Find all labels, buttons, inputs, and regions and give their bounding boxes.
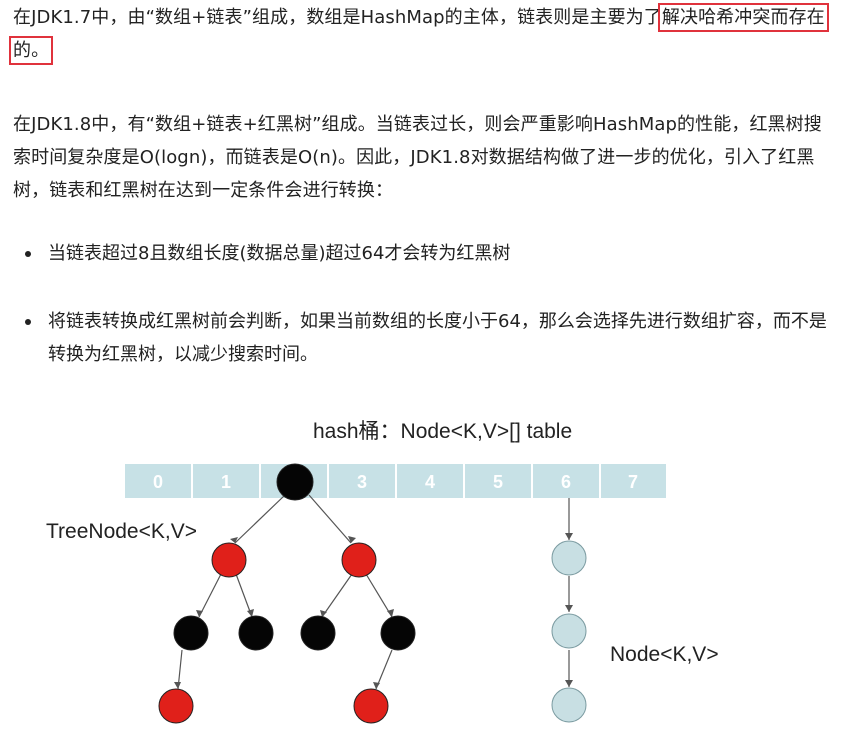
paragraph-jdk17: 在JDK1.7中，由“数组+链表”组成，数组是HashMap的主体，链表则是主要… [9, 1, 833, 67]
red-node [341, 542, 377, 578]
table-slot-label: 4 [425, 472, 435, 492]
treenode-label: TreeNode<K,V> [46, 520, 197, 543]
table-slot-label: 3 [357, 472, 367, 492]
list-node [551, 613, 587, 649]
table-slot-label: 5 [493, 472, 503, 492]
listnode-label: Node<K,V> [610, 643, 719, 666]
hashmap-structure-diagram: hash桶：Node<K,V>[] table 0 1 3 4 5 6 7 ..… [46, 420, 719, 724]
paragraph-jdk17-text: 在JDK1.7中，由“数组+链表”组成，数组是HashMap的主体，链表则是主要… [13, 7, 662, 28]
tree-edges [177, 494, 570, 690]
list-node [551, 540, 587, 576]
list-node [551, 687, 587, 723]
table-slot-label: 7 [628, 472, 638, 492]
hash-table-array: 0 1 3 4 5 6 7 ... [125, 464, 708, 498]
table-slot-label: 1 [221, 472, 231, 492]
black-node [380, 615, 416, 651]
red-node [353, 688, 389, 724]
black-node [238, 615, 274, 651]
red-node [211, 542, 247, 578]
tree-nodes [158, 463, 416, 724]
table-slot-label: 6 [561, 472, 571, 492]
red-node [158, 688, 194, 724]
black-node [173, 615, 209, 651]
paragraph-jdk18: 在JDK1.8中，有“数组+链表+红黑树”组成。当链表过长，则会严重影响Hash… [13, 114, 822, 201]
root-black-node [276, 463, 314, 501]
list-nodes [551, 540, 587, 723]
bullet-item: 将链表转换成红黑树前会判断，如果当前数组的长度小于64，那么会选择先进行数组扩容… [25, 305, 838, 371]
highlighted-phrase: 解决哈希冲突而存在的。 [9, 3, 829, 65]
bullet-item: 当链表超过8且数组长度(数据总量)超过64才会转为红黑树 [25, 237, 838, 270]
table-slot-label: ... [692, 472, 707, 492]
black-node [300, 615, 336, 651]
table-label: hash桶：Node<K,V>[] table [313, 420, 572, 443]
table-slot-label: 0 [153, 472, 163, 492]
arrowheads [174, 533, 573, 689]
